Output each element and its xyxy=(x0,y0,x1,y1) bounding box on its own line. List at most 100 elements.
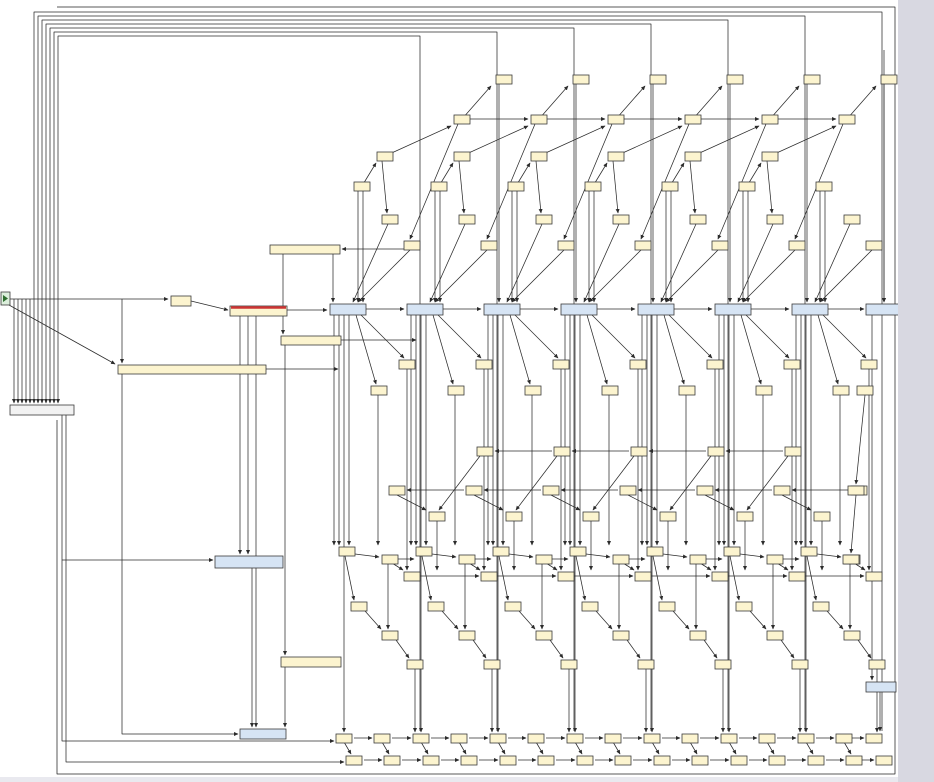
graph-node-d1[interactable] xyxy=(689,214,707,225)
graph-node-nRed[interactable] xyxy=(229,305,288,317)
graph-node-f2[interactable] xyxy=(730,755,748,766)
graph-node-d2[interactable] xyxy=(865,240,883,251)
graph-node-m4[interactable] xyxy=(582,511,600,522)
graph-node-b1[interactable] xyxy=(581,601,599,612)
graph-node-t1[interactable] xyxy=(649,74,667,85)
graph-node-W2[interactable] xyxy=(280,335,342,346)
graph-node-d1[interactable] xyxy=(843,214,861,225)
graph-node-t1[interactable] xyxy=(572,74,590,85)
graph-node-f4[interactable] xyxy=(460,755,478,766)
graph-node-b3[interactable] xyxy=(714,659,732,670)
graph-node-s2[interactable] xyxy=(612,554,630,565)
graph-node-head[interactable] xyxy=(353,181,371,192)
graph-node-t3[interactable] xyxy=(607,151,625,162)
graph-node-f1[interactable] xyxy=(643,733,661,744)
graph-node-head[interactable] xyxy=(815,181,833,192)
graph-node-f4[interactable] xyxy=(845,755,863,766)
graph-node-m2[interactable] xyxy=(447,385,465,396)
graph-node-b1[interactable] xyxy=(658,601,676,612)
graph-node-t2[interactable] xyxy=(684,114,702,125)
graph-node-s3[interactable] xyxy=(403,571,421,582)
graph-node-m1[interactable] xyxy=(706,359,724,370)
graph-node-x3[interactable] xyxy=(842,554,860,565)
graph-node-head[interactable] xyxy=(738,181,756,192)
graph-node-m2[interactable] xyxy=(601,385,619,396)
graph-node-d1[interactable] xyxy=(381,214,399,225)
graph-node-W3[interactable] xyxy=(117,364,267,375)
graph-node-m2[interactable] xyxy=(832,385,850,396)
graph-node-f1[interactable] xyxy=(720,733,738,744)
graph-node-m2[interactable] xyxy=(755,385,773,396)
graph-node-f1[interactable] xyxy=(335,733,353,744)
graph-node-d2[interactable] xyxy=(480,240,498,251)
graph-node-t1[interactable] xyxy=(726,74,744,85)
graph-node-t3[interactable] xyxy=(376,151,394,162)
graph-node-s1[interactable] xyxy=(492,546,510,557)
graph-node-f3[interactable] xyxy=(835,733,853,744)
graph-node-r1[interactable] xyxy=(553,446,571,457)
graph-node-b3[interactable] xyxy=(483,659,501,670)
graph-node-f1[interactable] xyxy=(566,733,584,744)
graph-node-x2[interactable] xyxy=(847,485,865,496)
graph-node-m4[interactable] xyxy=(813,511,831,522)
graph-node-r1[interactable] xyxy=(784,446,802,457)
graph-node-t2[interactable] xyxy=(530,114,548,125)
graph-node-mem[interactable] xyxy=(406,303,444,316)
graph-node-d2[interactable] xyxy=(711,240,729,251)
graph-node-head[interactable] xyxy=(584,181,602,192)
graph-node-s3[interactable] xyxy=(480,571,498,582)
graph-node-r1[interactable] xyxy=(476,446,494,457)
graph-node-f4[interactable] xyxy=(691,755,709,766)
graph-node-mem8[interactable] xyxy=(865,303,903,316)
graph-node-t3[interactable] xyxy=(453,151,471,162)
graph-node-f2[interactable] xyxy=(422,755,440,766)
graph-node-f2[interactable] xyxy=(653,755,671,766)
graph-node-d1[interactable] xyxy=(535,214,553,225)
graph-node-f2[interactable] xyxy=(576,755,594,766)
graph-node-s1[interactable] xyxy=(646,546,664,557)
graph-node-b1[interactable] xyxy=(350,601,368,612)
graph-node-head[interactable] xyxy=(430,181,448,192)
graph-node-s3[interactable] xyxy=(557,571,575,582)
graph-node-f4[interactable] xyxy=(768,755,786,766)
graph-node-Wwhite[interactable] xyxy=(9,404,75,416)
graph-node-d2[interactable] xyxy=(557,240,575,251)
graph-node-d1[interactable] xyxy=(458,214,476,225)
graph-node-s3[interactable] xyxy=(634,571,652,582)
graph-node-xb[interactable] xyxy=(865,681,897,693)
graph-node-s2[interactable] xyxy=(381,554,399,565)
graph-node-d2[interactable] xyxy=(634,240,652,251)
graph-node-b2[interactable] xyxy=(612,630,630,641)
graph-node-m1[interactable] xyxy=(629,359,647,370)
graph-node-m3[interactable] xyxy=(619,485,637,496)
graph-node-m3[interactable] xyxy=(388,485,406,496)
graph-node-f4[interactable] xyxy=(383,755,401,766)
graph-node-x6[interactable] xyxy=(875,755,893,766)
graph-node-m4[interactable] xyxy=(505,511,523,522)
graph-node-B3[interactable] xyxy=(239,728,287,740)
graph-node-s1[interactable] xyxy=(338,546,356,557)
graph-node-f3[interactable] xyxy=(450,733,468,744)
graph-node-f1[interactable] xyxy=(489,733,507,744)
graph-node-f1[interactable] xyxy=(412,733,430,744)
graph-node-b1[interactable] xyxy=(735,601,753,612)
graph-node-mem[interactable] xyxy=(560,303,598,316)
graph-node-t2[interactable] xyxy=(838,114,856,125)
graph-node-d1[interactable] xyxy=(766,214,784,225)
graph-node-mem[interactable] xyxy=(483,303,521,316)
graph-node-s2[interactable] xyxy=(689,554,707,565)
graph-node-s1[interactable] xyxy=(723,546,741,557)
graph-node-m4[interactable] xyxy=(736,511,754,522)
graph-node-mem[interactable] xyxy=(714,303,752,316)
graph-node-m2[interactable] xyxy=(524,385,542,396)
graph-node-s1[interactable] xyxy=(800,546,818,557)
graph-node-d1[interactable] xyxy=(612,214,630,225)
graph-node-m2[interactable] xyxy=(370,385,388,396)
graph-node-f2[interactable] xyxy=(345,755,363,766)
graph-node-f3[interactable] xyxy=(527,733,545,744)
graph-node-f3[interactable] xyxy=(373,733,391,744)
graph-node-b3[interactable] xyxy=(637,659,655,670)
graph-node-b2[interactable] xyxy=(381,630,399,641)
graph-node-d2[interactable] xyxy=(403,240,421,251)
graph-node-f4[interactable] xyxy=(614,755,632,766)
